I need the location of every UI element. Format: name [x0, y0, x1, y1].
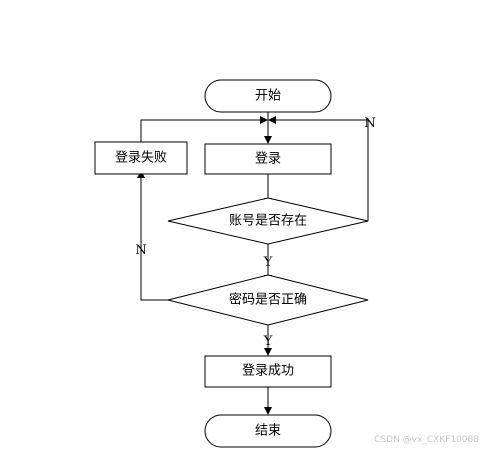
edge-account-no-loop: [274, 119, 369, 221]
login-success-label: 登录成功: [242, 364, 294, 379]
edge-password-no: [140, 178, 168, 301]
arrowhead-into-end: [264, 407, 272, 415]
login-success-process: [204, 355, 332, 388]
password-correct-decision: [167, 274, 369, 326]
arrowhead-loop-left: [260, 116, 268, 124]
arrowhead-into-login: [264, 136, 272, 144]
account-yes-label: Y: [263, 255, 273, 270]
login-failed-process: [94, 141, 188, 175]
end-terminal: [204, 414, 332, 448]
start-label: 开始: [255, 89, 281, 104]
login-process: [204, 143, 332, 175]
login-label: 登录: [255, 152, 281, 167]
password-yes-label: Y: [263, 334, 273, 349]
account-exists-label: 账号是否存在: [229, 214, 307, 229]
watermark-text: CSDN @vx_CXKF10088: [374, 435, 479, 445]
start-terminal: [204, 79, 332, 113]
password-correct-label: 密码是否正确: [229, 292, 307, 308]
end-label: 结束: [255, 424, 281, 439]
login-failed-label: 登录失败: [115, 151, 167, 166]
arrowhead-loop-right: [268, 116, 276, 124]
password-no-label: N: [135, 243, 146, 258]
edge-failed-back-to-login: [140, 119, 262, 142]
account-exists-decision: [167, 197, 369, 245]
arrowhead-into-login-success: [264, 348, 272, 356]
account-no-label: N: [364, 116, 375, 131]
